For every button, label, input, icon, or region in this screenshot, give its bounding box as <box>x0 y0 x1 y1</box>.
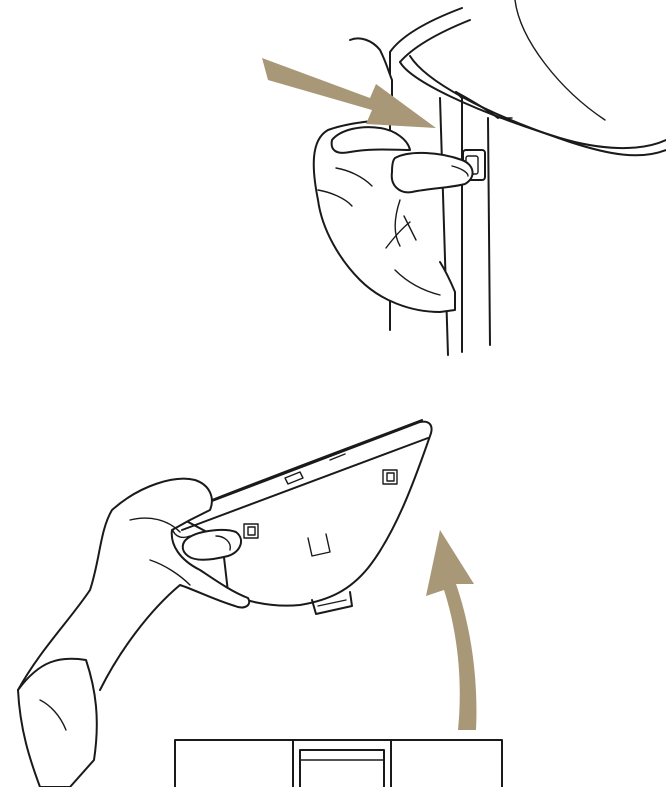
panel-step-2 <box>18 420 502 787</box>
hand-pressing <box>314 38 473 312</box>
lift-arrow <box>426 530 476 730</box>
base-housing <box>175 740 502 787</box>
panel-step-1 <box>262 0 666 355</box>
push-arrow <box>262 58 436 128</box>
